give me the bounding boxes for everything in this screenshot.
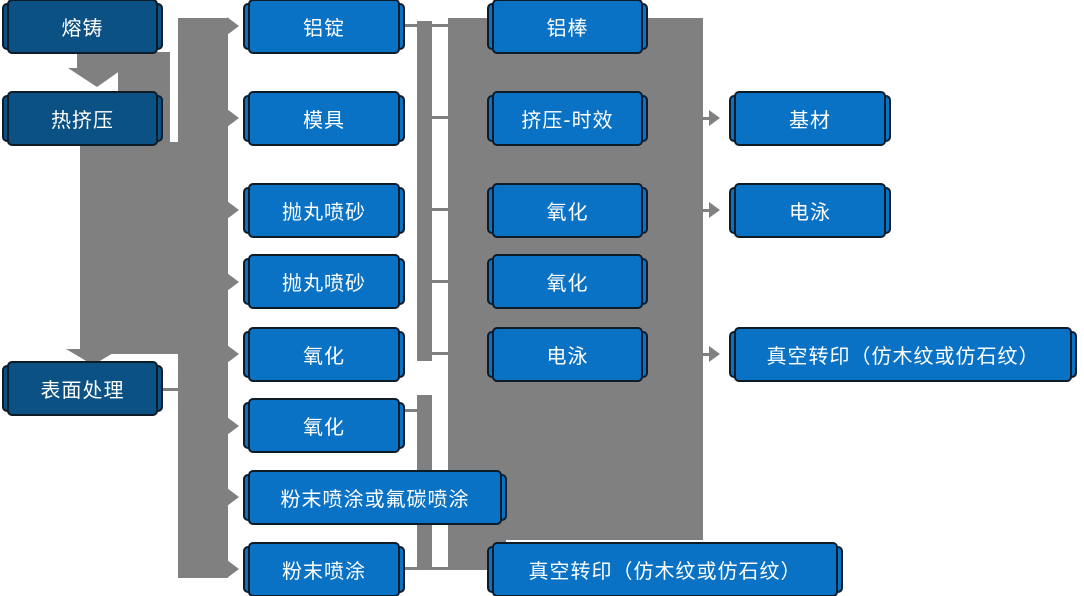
node-powder-coating-label: 粉末喷涂	[282, 559, 366, 583]
arrow-right-to-ingot-icon	[227, 17, 239, 35]
node-electrophoresis-1: 电泳	[487, 327, 648, 382]
link-aging-to-base	[703, 117, 711, 120]
link-electrophoresis-to-vacuum	[703, 353, 711, 356]
arrow-right-to-oxidation-2-icon	[227, 417, 239, 435]
node-aluminum-ingot: 铝锭	[243, 0, 405, 54]
node-shot-blasting-1-label: 抛丸喷砂	[282, 200, 366, 224]
node-oxidation-4-label: 氧化	[546, 271, 589, 295]
arrow-right-to-shot-blasting-1-icon	[227, 201, 239, 219]
link-powder-to-vacuum	[405, 567, 448, 570]
node-vacuum-transfer-right: 真空转印（仿木纹或仿石纹）	[729, 327, 1077, 382]
node-powder-or-fluorocarbon-label: 粉末喷涂或氟碳喷涂	[280, 487, 470, 511]
node-aluminum-rod-label: 铝棒	[546, 16, 589, 40]
link-bar-to-band-1	[432, 208, 448, 211]
node-oxidation-4: 氧化	[487, 254, 648, 309]
connector-bar-upper	[417, 21, 432, 361]
node-vacuum-transfer-right-label: 真空转印（仿木纹或仿石纹）	[766, 344, 1040, 368]
node-shot-blasting-2-label: 抛丸喷砂	[282, 271, 366, 295]
arrow-right-to-vacuum-transfer-icon	[709, 346, 720, 362]
node-electrophoresis-1-label: 电泳	[546, 344, 589, 368]
node-vacuum-transfer-bottom-label: 真空转印（仿木纹或仿石纹）	[528, 559, 802, 583]
connector-melt-stub	[77, 52, 118, 70]
node-melt-label: 熔铸	[61, 16, 104, 40]
node-melt: 熔铸	[2, 0, 163, 54]
arrow-right-to-shot-blasting-2-icon	[227, 273, 239, 291]
node-base-material-label: 基材	[789, 108, 831, 132]
node-aluminum-rod: 铝棒	[487, 0, 648, 54]
link-ingot-to-rod	[405, 24, 448, 27]
node-powder-or-fluorocarbon: 粉末喷涂或氟碳喷涂	[243, 470, 507, 525]
node-base-material: 基材	[729, 91, 891, 146]
node-surface-treatment-label: 表面处理	[40, 378, 125, 402]
node-hot-extrusion-label: 热挤压	[51, 108, 114, 132]
node-aluminum-ingot-label: 铝锭	[303, 16, 345, 40]
node-oxidation-2-label: 氧化	[303, 415, 345, 439]
link-oxidation-to-electrophoresis	[703, 209, 711, 212]
link-mold-to-band	[417, 116, 448, 119]
node-shot-blasting-2: 抛丸喷砂	[243, 254, 405, 309]
node-electrophoresis-2: 电泳	[729, 183, 891, 238]
link-surface-to-band	[163, 388, 178, 391]
arrow-down-melt-to-hot-extrusion-icon	[68, 68, 124, 87]
node-oxidation-1-label: 氧化	[303, 344, 345, 368]
arrow-right-to-powder-fluoro-icon	[227, 488, 239, 506]
node-hot-extrusion: 热挤压	[2, 91, 163, 146]
arrow-right-to-base-material-icon	[709, 110, 720, 126]
node-shot-blasting-1: 抛丸喷砂	[243, 183, 405, 238]
link-oxidation-to-bar	[405, 409, 417, 412]
node-electrophoresis-2-label: 电泳	[789, 200, 831, 224]
node-extrusion-aging-label: 挤压-时效	[521, 108, 614, 132]
arrow-right-to-powder-icon	[227, 560, 239, 578]
link-bar-to-band-2	[432, 280, 448, 283]
link-bar-to-band-3	[417, 352, 448, 355]
node-surface-treatment: 表面处理	[2, 361, 163, 416]
node-mold: 模具	[243, 91, 405, 146]
node-oxidation-2: 氧化	[243, 398, 405, 453]
node-oxidation-3-label: 氧化	[546, 200, 589, 224]
node-powder-coating: 粉末喷涂	[243, 542, 405, 596]
connector-left-block	[80, 142, 228, 354]
arrow-right-to-oxidation-1-icon	[227, 345, 239, 363]
arrow-right-to-mold-icon	[227, 109, 239, 127]
node-mold-label: 模具	[303, 108, 345, 132]
node-oxidation-1: 氧化	[243, 327, 405, 382]
node-oxidation-3: 氧化	[487, 183, 648, 238]
node-extrusion-aging: 挤压-时效	[487, 91, 648, 146]
arrow-right-to-electrophoresis-icon	[709, 202, 720, 218]
node-vacuum-transfer-bottom: 真空转印（仿木纹或仿石纹）	[487, 542, 843, 596]
